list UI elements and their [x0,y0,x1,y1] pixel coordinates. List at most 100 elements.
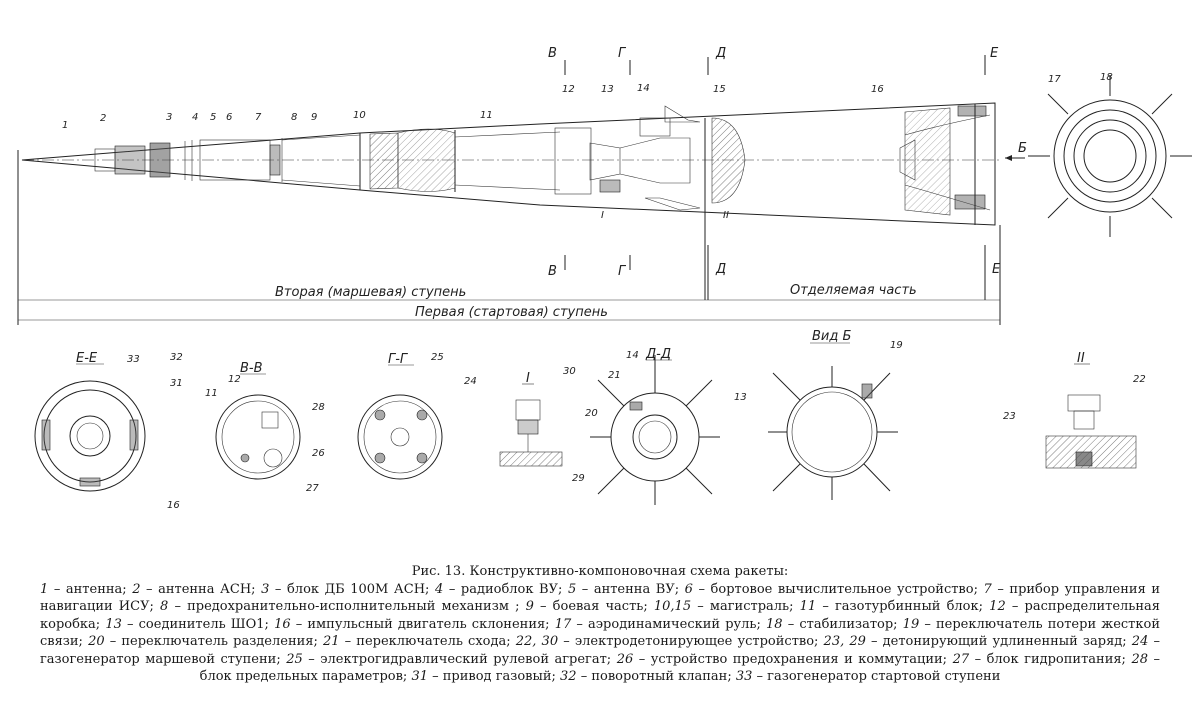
caption-item-number: 7 [983,581,992,597]
caption-item-number: 11 [799,599,817,614]
caption-item: 6 – бортовое вычислительное устройство; [685,582,984,597]
title-detail-i: I [526,371,530,386]
section-mark-d-bottom: Д [715,262,726,277]
caption-item: 23, 29 – детонирующий удлиненный заряд; [824,634,1132,649]
caption-item-number: 31 [411,669,428,684]
caption-item: 32 – поворотный клапан; [560,669,736,684]
callout-32: 32 [170,352,183,363]
caption-item-text: – аэродинамический руль; [571,616,767,632]
caption-item-number: 26 [616,651,634,667]
callout-29: 29 [572,473,585,484]
caption-item: 4 – радиоблок ВУ; [435,582,568,597]
caption-item: 19 – переключатель потери жесткой связи; [40,617,1160,650]
callout-11b: 11 [205,388,218,399]
section-marks: В Г Д Е В Г Д Е Б [548,46,1027,300]
section-mark-e-bottom: Е [992,262,1001,277]
section-mark-d-top: Д [715,46,726,61]
caption-item: 9 – боевая часть; [526,599,654,614]
caption-item: 1 – антенна; [40,582,132,597]
callout-5: 5 [210,112,216,123]
caption-title: Рис. 13. Конструктивно-компоновочная схе… [411,564,789,579]
callout-33: 33 [127,354,140,365]
caption-item-text: – газогенератор маршевой ступени; [40,634,1160,667]
caption-item-number: 33 [735,669,753,684]
caption-item-number: 32 [560,669,577,684]
caption-item-number: 25 [286,651,303,667]
callout-I-main: I [601,210,604,221]
caption-item-text: – детонирующий удлиненный заряд; [865,634,1132,649]
caption-item-text: – поворотный клапан; [576,669,736,684]
caption-item-text: – импульсный двигатель склонения; [290,616,555,632]
callout-3: 3 [166,112,172,123]
caption-item-text: – распределительная коробка; [40,599,1161,632]
caption-item-text: – антенна ВУ; [576,581,685,597]
caption-item-text: – переключатель схода; [339,634,516,649]
caption-item-number: 20 [88,634,105,649]
caption-item-number: 19 [902,616,920,632]
caption-item: 28 – блок предельных параметров; [200,652,1160,685]
callout-14b: 14 [626,350,639,361]
caption-item-number: 2 [132,581,141,597]
caption-item-text: – блок ДБ 100М АСН; [269,581,435,597]
caption-item: 25 – электрогидравлический рулевой агрег… [286,652,616,667]
callout-6: 6 [226,112,232,123]
caption-item: 31 – привод газовый; [411,669,560,684]
title-section-vv: В-В [240,361,263,376]
callout-II-main: II [723,210,729,221]
caption-item: 12 – распределительная коробка; [40,599,1160,632]
caption-item-text: – блок предельных параметров; [199,651,1160,685]
callout-13: 13 [601,84,614,95]
caption-item-number: 9 [525,599,534,614]
caption-item-number: 23, 29 [823,634,866,649]
caption-item-number: 4 [435,581,444,597]
callout-16b: 16 [167,500,180,511]
caption-item-text: – магистраль; [691,599,800,614]
callout-1: 1 [62,120,68,131]
main-callouts: 1 2 3 4 5 6 7 8 9 10 11 12 13 14 15 16 I… [62,83,884,221]
caption-item-text: – привод газовый; [428,669,561,684]
caption-item: 2 – антенна АСН; [132,582,261,597]
dim-separable-part: Отделяемая часть [790,283,917,298]
caption-item-number: 21 [322,634,340,649]
view-arrow-b: Б [1018,141,1027,156]
callout-26: 26 [312,448,325,459]
caption-item-text: – предохранительно-исполнительный механи… [168,599,526,614]
caption-item: 3 – блок ДБ 100М АСН; [261,582,435,597]
caption-item-number: 28 [1131,651,1148,667]
callout-22: 22 [1133,374,1146,385]
caption-item: 18 – стабилизатор; [766,617,903,632]
caption-item-text: – боевая часть; [533,599,654,614]
caption-item: 33 – газогенератор стартовой ступени [736,669,1001,684]
caption-item-number: 13 [105,616,122,632]
callout-9: 9 [311,112,317,123]
caption-item-number: 5 [567,581,577,597]
detail-ii: II 22 23 [1003,351,1146,469]
caption-item: 24 – газогенератор маршевой ступени; [40,634,1160,667]
title-section-dd: Д-Д [645,347,671,362]
caption-item: 13 – соединитель ШО1; [105,617,274,632]
caption-item: 5 – антенна ВУ; [568,582,685,597]
caption-item: 17 – аэродинамический руль; [555,617,766,632]
section-dd: Д-Д 14 21 20 13 [585,347,747,505]
caption-item: 27 – блок гидропитания; [953,652,1132,667]
caption-item-text: – электродетонирующее устройство; [558,634,824,649]
caption-item-number: 10,15 [653,599,692,614]
caption-item-number: 24 [1131,634,1149,649]
caption-item: 26 – устройство предохранения и коммутац… [617,652,953,667]
callout-24: 24 [464,376,477,387]
caption-item-number: 17 [554,616,572,632]
caption-item-text: – газогенератор стартовой ступени [752,669,1001,684]
callout-23: 23 [1003,411,1016,422]
caption-item-number: 18 [766,616,783,632]
caption-item-text: – устройство предохранения и коммутации; [633,651,953,667]
title-section-gg: Г-Г [388,352,409,367]
caption-item-text: – стабилизатор; [782,616,903,632]
section-mark-v-top: В [548,46,557,61]
callout-16: 16 [871,84,884,95]
caption-item: 21 – переключатель схода; [323,634,516,649]
callout-20: 20 [585,408,598,419]
caption-item: 8 – предохранительно-исполнительный меха… [160,599,526,614]
callout-10: 10 [353,110,366,121]
detail-i: I 30 29 [499,366,585,484]
section-mark-e-top: Е [990,46,999,61]
